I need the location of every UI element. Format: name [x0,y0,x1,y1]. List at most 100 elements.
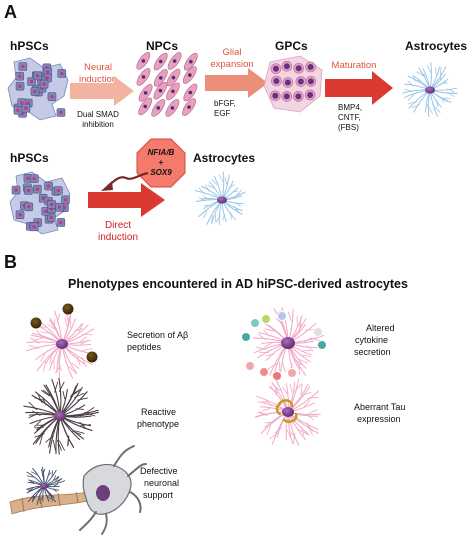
astrocyte-branch [269,387,278,394]
astrocyte-branch [76,356,81,366]
stem-cell-nucleus [35,187,40,192]
abeta-secreting-astrocyte-icon [25,303,98,379]
phenotype-2-line3: secretion [354,347,391,357]
tau-expressing-astrocyte-icon [254,378,321,447]
astrocyte-branch [79,336,87,342]
stage-label-gpcs: GPCs [275,39,308,53]
progenitor-nucleus [156,106,161,110]
stem-cell-nucleus [18,84,22,89]
stem-cell-nucleus [32,176,37,181]
astrocyte-branch [235,201,241,207]
step3-arrow [325,71,393,105]
direct-label-line1: Direct [105,220,131,231]
astrocyte-branch [198,187,205,195]
astrocyte-branch [408,101,417,104]
astrocyte-branch [447,91,455,98]
astrocyte-branch [307,425,313,436]
progenitor-nucleus [172,59,177,63]
astrocyte-nucleus [56,339,68,349]
astrocyte-branch [207,185,215,189]
astrocyte-branch [64,317,68,327]
astrocyte-branch [82,348,93,351]
astrocyte-branch [42,397,47,406]
glial-progenitor-nucleus [272,65,279,72]
astrocyte-branch [45,435,54,443]
astrocyte-branch [428,106,433,115]
astrocyte-branch [302,354,311,358]
step2-title-line2: expansion [210,59,253,70]
astrocyte-branch [218,174,224,183]
astrocyte-branch [439,66,442,76]
stem-cell-nucleus [45,70,50,74]
astrocyte-branch [36,330,44,338]
progenitor-nucleus [158,88,163,93]
astrocyte-branch [72,430,82,435]
panel-a-label: A [4,2,17,22]
stem-cell-nucleus [14,188,18,192]
stem-cell-nucleus [49,215,54,220]
transcription-factor-octagon [136,138,186,188]
astrocyte-branch [301,426,305,436]
direct-target-label: Astrocytes [193,151,255,165]
stem-cell-nucleus [18,212,22,217]
astrocyte-branch [299,323,302,332]
astrocyte-branch [264,421,274,424]
astrocyte-branch [440,97,445,103]
astrocyte-branch [231,190,239,193]
astrocyte-branch [282,363,286,373]
glial-progenitor-nucleus [284,79,291,86]
glial-progenitor-nucleus [295,65,302,72]
progenitor-nucleus [159,76,163,80]
cytokine-particle [250,318,260,328]
astrocyte-branch [53,475,57,481]
astrocyte-branch [267,329,276,332]
astrocyte-branch [294,359,302,365]
astrocyte-branch [306,345,314,352]
abeta-peptide-aggregate [62,303,74,315]
astrocyte-branch [230,212,232,220]
astrocyte-branch [53,318,56,328]
astrocyte-branch [228,184,235,189]
astrocyte-neuron-support-icon [9,445,147,535]
astrocyte-branch [426,103,430,111]
astrocyte-branch [407,80,414,87]
neuron-dendrites [79,445,147,535]
progenitor-nucleus [189,59,193,64]
astrocyte-nucleus [40,483,48,489]
stem-cell-nucleus [35,74,40,78]
glial-progenitor-nucleus [307,91,314,98]
phenotype-2-line2: cytokine [355,335,388,345]
astrocyte-branch [307,396,319,399]
phenotype-2-line1: Altered [366,323,395,333]
astrocyte-branch [74,392,85,398]
astrocyte-branch [82,333,93,336]
astrocyte-branch [416,71,424,77]
astrocyte-nucleus [54,411,66,421]
direct-induction-arrow [88,183,165,217]
astrocyte-branch [264,342,272,348]
astrocyte-branch [52,439,57,452]
progenitor-nucleus [158,59,163,64]
astrocyte-branch [434,106,441,113]
astrocyte-branch [32,410,41,416]
astrocyte-branch [261,408,271,412]
glial-progenitor-nucleus [273,78,280,85]
astrocyte-branch [71,362,80,369]
astrocyte-branch [278,361,281,372]
progenitor-nucleus [141,75,146,79]
stem-cell-nucleus [49,202,54,207]
astrocyte-branch [211,179,218,185]
astrocyte-branch [28,487,34,492]
progenitor-nucleus [187,105,191,109]
astrocyte-branch [42,389,52,397]
astrocyte-branch [420,71,426,77]
astrocyte-branch [203,210,208,219]
step2-title-line1: Glial [222,47,241,58]
progenitor-nucleus [171,75,176,80]
cytokine-particle [272,371,282,381]
astrocyte-branch [51,495,53,502]
stem-cell-nucleus [43,209,48,214]
glial-progenitor-nucleus [283,63,290,70]
astrocyte-branch [68,365,77,374]
astrocyte-branch [80,424,92,426]
